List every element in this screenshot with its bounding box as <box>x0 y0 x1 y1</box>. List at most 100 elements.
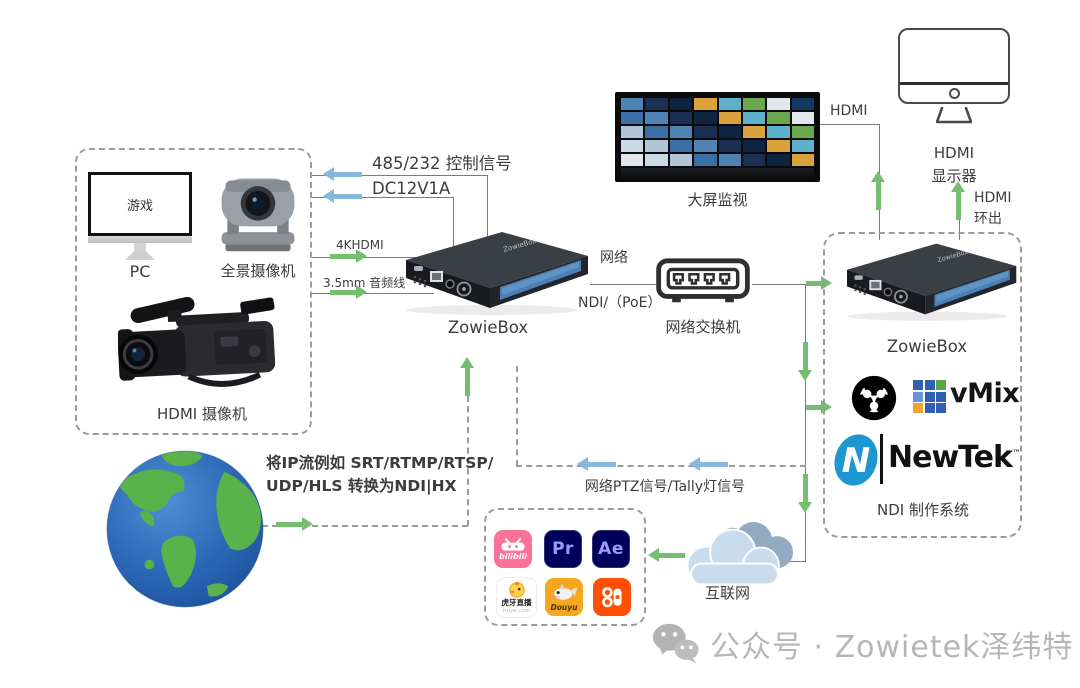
video-wall-tile <box>621 98 644 110</box>
after-effects-text: Ae <box>598 539 624 559</box>
video-wall-tile <box>742 154 766 166</box>
video-wall-tile <box>767 140 790 152</box>
hdmi-display-label-line2: 显示器 <box>931 167 977 186</box>
premiere-icon: Pr <box>544 530 582 568</box>
video-wall-tile <box>694 154 717 166</box>
arrow-hdmi-loop-out <box>951 181 965 220</box>
display-stand-icon <box>936 107 972 124</box>
premiere-text: Pr <box>552 539 574 559</box>
video-wall-tile <box>645 126 668 138</box>
watermark-text: 公众号 · Zowietek泽纬特 <box>710 630 1074 665</box>
vmix-grid-cell <box>936 380 946 390</box>
arrow-ctrl-to-camera <box>323 167 362 181</box>
kuaishou-icon <box>593 578 631 616</box>
dash-ptz-vertical <box>516 366 518 466</box>
ip-convert-line2: UDP/HLS 转换为NDI|HX <box>266 477 457 496</box>
zowiebox-right-device: ZowieBox <box>847 243 1017 321</box>
zowiebox-left-device: ZowieBox <box>406 232 588 315</box>
video-wall-tile <box>621 112 644 124</box>
vmix-grid-cell <box>913 403 923 413</box>
ip-convert-note: 将IP流例如 SRT/RTMP/RTSP/ UDP/HLS 转换为NDI|HX <box>266 452 493 499</box>
arrow-cloud-to-platforms <box>648 548 685 562</box>
after-effects-icon: Ae <box>592 530 630 568</box>
video-wall-tile <box>718 112 741 124</box>
dash-ip-horizontal <box>262 525 468 527</box>
arrow-ip-to-encoder <box>460 357 474 396</box>
pc-chin <box>88 236 192 243</box>
pc-computer: 游戏 <box>88 172 192 262</box>
video-wall-tile <box>718 140 741 152</box>
bilibili-icon: bilibili <box>494 530 532 568</box>
video-wall-tile <box>767 154 790 166</box>
dash-ptz-horizontal <box>516 465 806 467</box>
newtek-wordmark: NewTek <box>888 440 1013 475</box>
video-wall-tile <box>767 98 790 110</box>
video-wall-tile <box>669 126 693 138</box>
vmix-grid-cell <box>924 391 935 402</box>
video-wall-tile <box>791 112 814 124</box>
video-wall-tile <box>742 98 766 110</box>
video-wall-grid <box>621 98 814 166</box>
ptz-camera-label: 全景摄像机 <box>220 262 296 280</box>
ndi-system-box <box>823 232 1022 538</box>
video-wall-tile <box>718 126 741 138</box>
arrow-audio-in <box>330 285 367 299</box>
video-wall-tile <box>791 140 814 152</box>
pc-label: PC <box>129 262 151 281</box>
hdmi-loop-label-line2: 环出 <box>974 211 1002 227</box>
vmix-grid-cell <box>924 380 935 390</box>
video-wall-tile <box>621 154 644 166</box>
vmix-grid-cell <box>936 403 946 413</box>
newtek-divider <box>880 434 883 484</box>
arrow-junction-down-1 <box>798 342 812 381</box>
line-power <box>312 197 454 198</box>
video-wall-tile <box>791 126 814 138</box>
video-wall-tile <box>791 154 814 166</box>
zowiebox-left-label: ZowieBox <box>447 318 529 337</box>
svg-text:N: N <box>842 441 870 481</box>
vmix-grid-cell <box>913 380 923 390</box>
video-wall-tile <box>767 112 790 124</box>
hdmi-wall-label: HDMI <box>830 103 868 119</box>
hdmi-camcorder-icon <box>118 296 276 387</box>
huya-url: huya.com <box>502 607 531 614</box>
video-wall-tile <box>694 112 717 124</box>
display-divider <box>900 82 1008 85</box>
huya-wordmark: 虎牙直播 <box>501 598 532 608</box>
ip-convert-line1: 将IP流例如 SRT/RTMP/RTSP/ <box>266 454 494 472</box>
vmix-logo-text: vMix <box>950 378 1020 409</box>
line-ctrl-signal <box>312 175 488 176</box>
video-wall-tile <box>718 98 741 110</box>
video-wall-tile <box>645 98 668 110</box>
ndi-poe-label: NDI/（PoE） <box>578 295 662 311</box>
hdmi-display-label: HDMI 显示器 <box>898 142 1010 189</box>
video-wall-tile <box>669 112 693 124</box>
arrow-junction-down-2 <box>798 474 812 513</box>
pc-screen-text: 游戏 <box>126 198 153 214</box>
video-wall-tile <box>694 98 717 110</box>
zowiebox-right-label: ZowieBox <box>886 337 968 356</box>
newtek-logo-icon: N <box>834 434 878 486</box>
line-junction-vertical <box>805 284 806 562</box>
newtek-logo-text: NewTek™ <box>888 440 1021 475</box>
video-wall-tile <box>645 154 668 166</box>
video-wall-tile <box>621 140 644 152</box>
huya-icon: 虎牙直播 huya.com <box>496 577 537 618</box>
hdmi4k-label: 4KHDMI <box>336 238 384 252</box>
watermark: 公众号 · Zowietek泽纬特 <box>650 620 1073 668</box>
hdmi-loop-label: HDMI 环出 <box>974 188 1012 230</box>
video-wall-tile <box>645 140 668 152</box>
internet-cloud-icon <box>686 522 794 586</box>
wechat-icon <box>652 623 699 664</box>
power-label: DC12V1A <box>372 179 451 198</box>
line-power-drop <box>453 197 454 249</box>
line-ctrl-signal-drop <box>487 175 488 245</box>
network-switch-label: 网络交换机 <box>665 318 741 336</box>
bilibili-wordmark: bilibili <box>499 552 527 561</box>
video-wall-tile <box>767 126 790 138</box>
arrow-hdmi-to-wall <box>871 171 885 210</box>
line-hdmi4k <box>312 257 434 258</box>
ndi-system-label: NDI 制作系统 <box>877 501 969 519</box>
pc-stand-neck <box>134 243 146 252</box>
